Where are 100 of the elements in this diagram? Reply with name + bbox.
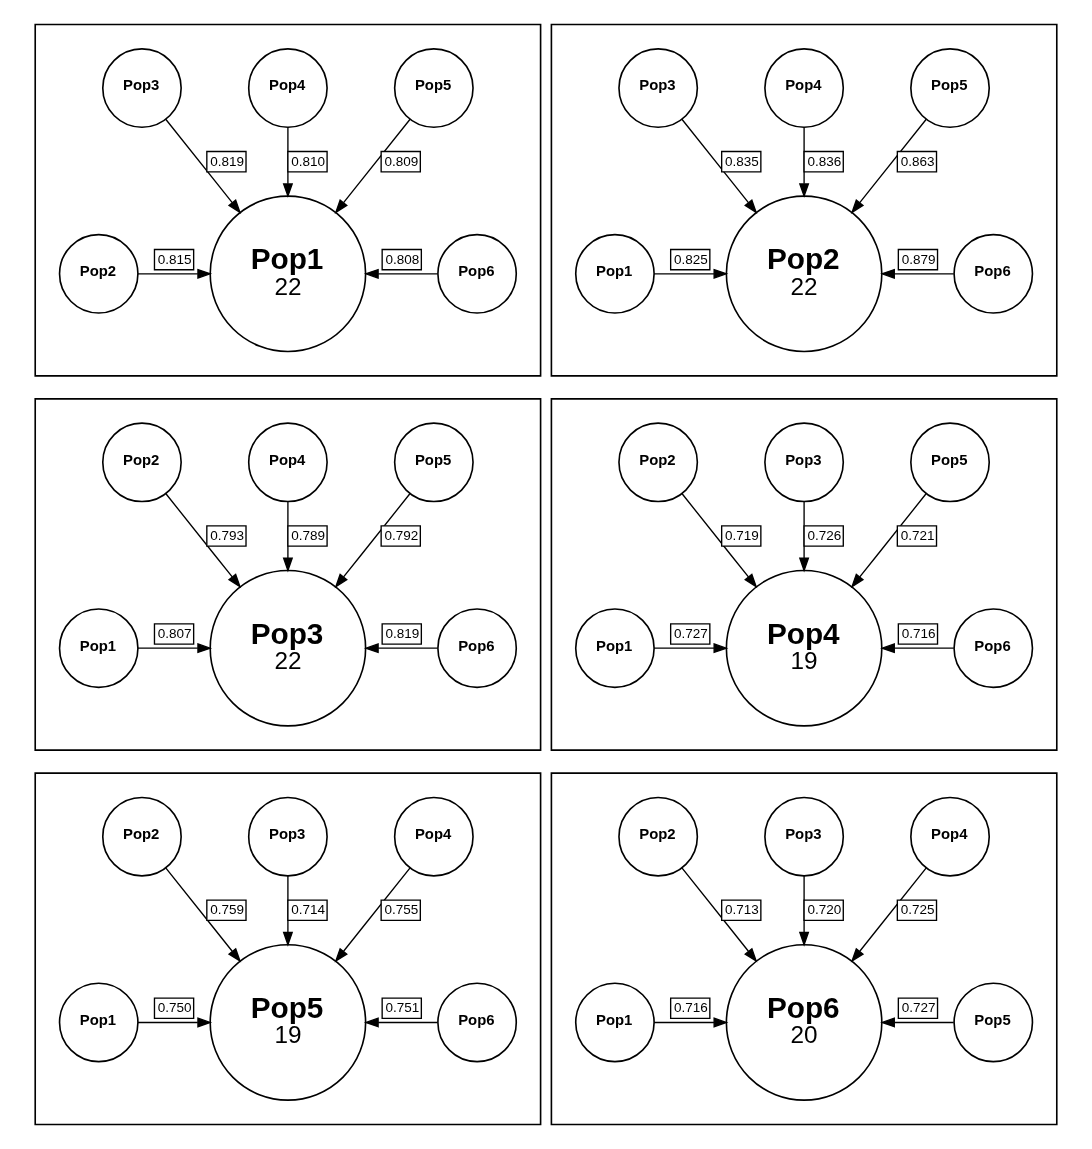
node-circle: Pop5 [910,48,991,129]
edge-label: 0.879 [901,251,936,267]
node-circle: Pop2 22 [725,195,883,353]
arrow [282,500,294,573]
node-circle: Pop2 [618,422,699,503]
edge-label: 0.819 [210,153,244,169]
edge-label: 0.819 [385,626,420,642]
arrow [850,492,927,589]
arrow [363,268,439,280]
edge-label: 0.809 [384,153,419,169]
arrow [137,1017,213,1028]
edge-label: 0.759 [210,902,244,918]
cluster [550,398,1058,751]
edge-label: 0.725 [900,902,935,918]
edge-label: 0.716 [674,1000,708,1016]
arrow [880,268,955,280]
edge-label: 0.863 [900,153,935,169]
node-circle: Pop4 [393,796,474,877]
edge-label: 0.727 [674,626,708,642]
node-circle: Pop3 [764,422,845,503]
edge-label: 0.789 [291,528,326,544]
arrow [137,642,213,654]
arrow [850,867,927,963]
edge-label: 0.719 [725,528,759,544]
arrow [363,1017,439,1028]
edge-label: 0.726 [807,528,842,544]
node-circle: Pop1 [574,982,655,1063]
node-circle: Pop5 [393,48,474,129]
node-circle: Pop3 22 [209,569,367,727]
node-circle: Pop4 [247,422,328,503]
arrow [334,492,411,589]
arrow [282,875,294,947]
cluster [34,772,542,1126]
node-circle: Pop4 [764,48,845,129]
node-circle: Pop6 [437,982,518,1063]
arrow [681,492,758,589]
edge-label: 0.836 [807,153,842,169]
arrow [282,126,294,199]
edge-label: 0.815 [157,251,192,267]
edge-label: 0.727 [901,1000,936,1016]
edge-label: 0.825 [674,251,708,267]
edge-label: 0.751 [385,1000,420,1016]
cluster [550,23,1058,377]
node-circle: Pop4 19 [725,569,883,727]
arrow [880,1017,955,1028]
node-circle: Pop6 [953,608,1034,689]
node-circle: Pop4 [910,796,991,877]
node-circle: Pop6 20 [725,943,883,1101]
arrow [880,642,955,654]
node-circle: Pop1 [58,982,139,1063]
node-circle: Pop2 [58,233,139,314]
arrow [165,867,242,963]
edge-label: 0.755 [384,902,419,918]
node-circle: Pop3 [101,48,182,129]
arrow [653,1017,729,1028]
node-circle: Pop6 [437,608,518,689]
edge-label: 0.720 [807,902,842,918]
arrow [334,118,411,214]
node-circle: Pop6 [953,233,1034,314]
arrow [653,642,729,654]
node-circle: Pop3 [764,796,845,877]
cluster [550,772,1058,1126]
node-circle: Pop2 [101,796,182,877]
arrow [363,642,439,654]
arrow [798,875,810,947]
arrow [798,500,810,573]
node-circle: Pop1 22 [209,195,367,353]
arrow [137,268,213,280]
cluster [34,23,542,377]
node-circle: Pop2 [618,796,699,877]
arrow [165,492,242,589]
node-circle: Pop1 [574,233,655,314]
arrow [681,118,758,214]
edge-label: 0.807 [157,626,192,642]
node-circle: Pop2 [101,422,182,503]
node-circle: Pop1 [58,608,139,689]
edge-label: 0.716 [901,626,936,642]
node-circle: Pop5 19 [209,943,367,1101]
node-circle: Pop5 [910,422,991,503]
edge-label: 0.835 [725,153,759,169]
edge-label: 0.721 [900,528,935,544]
node-circle: Pop3 [247,796,328,877]
edge-label: 0.810 [291,153,326,169]
cluster [34,398,542,751]
node-circle: Pop4 [247,48,328,129]
node-circle: Pop5 [393,422,474,503]
node-circle: Pop3 [618,48,699,129]
edge-label: 0.808 [385,251,420,267]
arrow [681,867,758,963]
arrow [798,126,810,199]
arrow [850,118,927,214]
node-circle: Pop1 [574,608,655,689]
edge-label: 0.792 [384,528,419,544]
node-circle: Pop6 [437,233,518,314]
edge-label: 0.793 [210,528,244,544]
edge-label: 0.713 [725,902,759,918]
edge-label: 0.750 [157,1000,192,1016]
arrow [334,867,411,963]
node-circle: Pop5 [953,982,1034,1063]
arrow [165,118,242,214]
